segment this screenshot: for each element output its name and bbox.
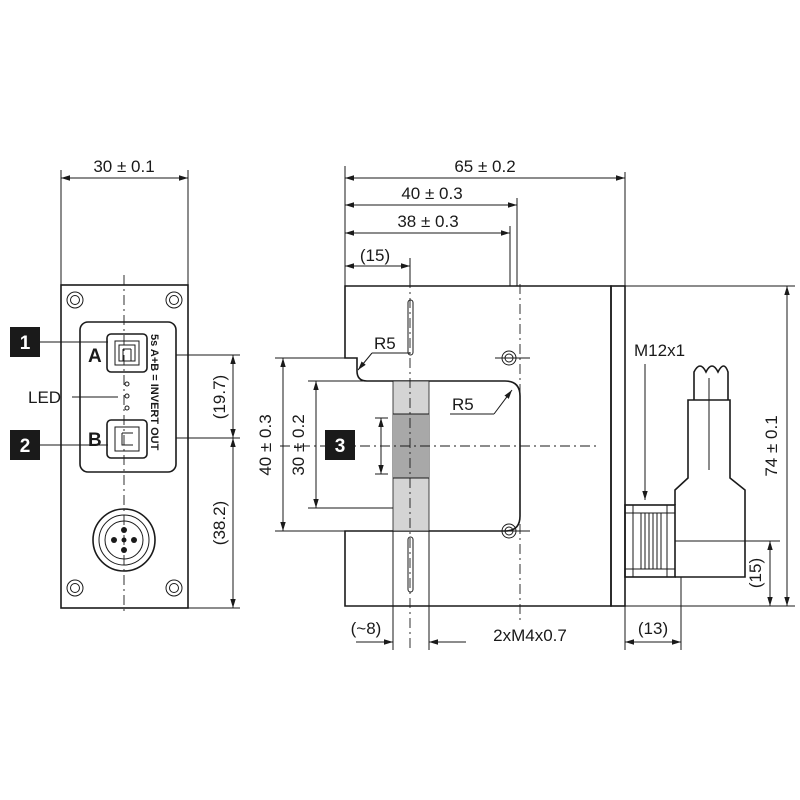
callout-2: 2 <box>10 430 108 460</box>
label-a: A <box>88 346 102 367</box>
dim-cable-15: (15) <box>746 558 765 588</box>
callout-1: 1 <box>10 327 108 357</box>
button-b-icon <box>106 419 148 459</box>
cable-connector <box>624 365 780 578</box>
button-a-icon <box>106 333 148 373</box>
dim-19-7: (19.7) <box>210 375 229 419</box>
radius-r5-slot: R5 <box>452 395 474 414</box>
screw-icon <box>66 291 183 597</box>
dim-40: 40 ± 0.3 <box>401 184 462 203</box>
dim-65: 65 ± 0.2 <box>454 157 515 176</box>
dim-8: (~8) <box>351 619 382 638</box>
side-view: 65 ± 0.2 40 ± 0.3 38 ± 0.3 (15) R5 R5 40… <box>256 157 795 650</box>
dim-38-2: (38.2) <box>210 501 229 545</box>
dim-15-top: (15) <box>360 246 390 265</box>
end-plate <box>610 285 626 607</box>
led-indicators <box>124 381 130 411</box>
dim-38: 38 ± 0.3 <box>397 212 458 231</box>
front-housing <box>60 284 189 609</box>
dim-74: 74 ± 0.1 <box>762 415 781 476</box>
connector-m12-label: M12x1 <box>634 341 685 360</box>
svg-text:1: 1 <box>20 333 31 354</box>
dim-13: (13) <box>638 619 668 638</box>
callout-3: 3 <box>325 430 355 460</box>
svg-text:2: 2 <box>20 436 31 457</box>
dim-height-40: 40 ± 0.3 <box>256 414 275 475</box>
led-label: LED <box>28 388 61 407</box>
m12-connector-icon <box>92 508 156 572</box>
thread-m4: 2xM4x0.7 <box>493 626 567 645</box>
label-b: B <box>88 430 102 451</box>
dim-slot-30: 30 ± 0.2 <box>289 414 308 475</box>
m4-hole-icon <box>495 350 530 539</box>
dim-front-width: 30 ± 0.1 <box>93 157 154 176</box>
radius-r5-top: R5 <box>374 334 396 353</box>
panel-invert-text: 5s A+B = INVERT OUT <box>148 334 160 451</box>
front-view: A B 5s A+B = INVERT OUT 30 ± 0.1 (19.7) … <box>28 157 240 615</box>
svg-text:3: 3 <box>335 436 346 457</box>
